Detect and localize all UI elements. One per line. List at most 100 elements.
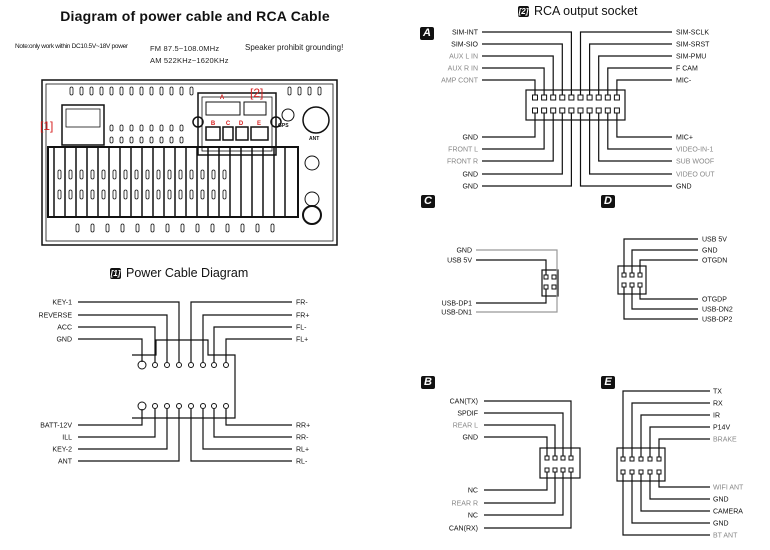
connector-c-label: USB-DP1 xyxy=(442,301,472,308)
pin-top xyxy=(532,94,538,101)
connector-e-label: GND xyxy=(713,521,729,528)
vent-slot xyxy=(79,86,84,96)
vent-slot xyxy=(90,223,95,233)
power-label: BATT-12V xyxy=(40,423,72,430)
connector-b-wire xyxy=(484,472,564,516)
connector-label-d: D xyxy=(239,121,244,127)
connector-c-label: USB 5V xyxy=(447,258,472,265)
pin xyxy=(551,284,557,290)
connector-b-label: CAN(RX) xyxy=(449,526,478,533)
vent-slot xyxy=(75,223,80,233)
callout-2: [2] xyxy=(250,86,263,100)
connector-a-wire xyxy=(579,113,672,187)
connector-d-badge: D xyxy=(601,195,615,208)
pin-top xyxy=(552,455,558,461)
vent-slot xyxy=(297,86,302,96)
connector-a-wire xyxy=(482,113,536,138)
vent-slot xyxy=(149,136,154,144)
connector-a-badge: A xyxy=(420,27,434,40)
connector-e-badge: E xyxy=(601,376,615,389)
fin-slot xyxy=(200,169,205,180)
fin-slot xyxy=(178,169,183,180)
vent-slot xyxy=(307,86,312,96)
vent-slot xyxy=(179,86,184,96)
connector-b-label: GND xyxy=(462,435,478,442)
am-range: AM 522KHz~1620KHz xyxy=(150,56,229,65)
power-wire xyxy=(78,326,156,362)
connector-c-wire xyxy=(476,259,547,275)
power-wire xyxy=(78,409,180,462)
pin-top xyxy=(137,360,147,370)
vent-slot xyxy=(179,136,184,144)
connector-b-label: SPDIF xyxy=(457,411,478,418)
connector-b-label: REAR L xyxy=(453,423,478,430)
pin-top xyxy=(595,94,602,101)
pin-top xyxy=(560,455,566,461)
pin-top xyxy=(613,94,620,101)
power-label: REVERSE xyxy=(39,313,73,320)
power-label: FR+ xyxy=(296,313,309,320)
connector-a-label: SIM-SRST xyxy=(676,42,710,49)
fin-slot xyxy=(200,189,205,200)
pin-top xyxy=(637,272,643,278)
connector-a-wire xyxy=(616,113,672,138)
vent-slot xyxy=(139,136,144,144)
vent-slot xyxy=(135,223,140,233)
connector-e-label: IR xyxy=(713,413,720,420)
power-wire xyxy=(78,409,143,426)
connector-a-body xyxy=(525,89,626,121)
pin-bottom xyxy=(200,403,206,409)
connector-d-label: USB 5V xyxy=(702,237,727,244)
pin-top xyxy=(586,94,593,101)
connector-d-label: USB-DN2 xyxy=(702,307,733,314)
bottom-vents xyxy=(75,223,275,233)
vent-slot xyxy=(129,124,134,132)
connector-label-a: A xyxy=(220,95,225,101)
connector-a-wire xyxy=(482,67,545,95)
fin-slot xyxy=(134,169,139,180)
connector-d-wire xyxy=(623,238,698,273)
pin-bottom xyxy=(164,403,170,409)
vent-slot xyxy=(119,124,124,132)
connector-d-label: USB-DP2 xyxy=(702,317,732,324)
connector-a-wire xyxy=(482,55,554,95)
vent-slot xyxy=(99,86,104,96)
power-label: RL- xyxy=(296,459,308,466)
rca-title: [2] RCA output socket xyxy=(518,4,638,18)
connector-a-label: GND xyxy=(462,172,478,179)
pin-top xyxy=(629,456,635,462)
connector-a-wire xyxy=(589,113,672,175)
connector-label-b: B xyxy=(211,121,216,127)
pin-bottom xyxy=(552,467,558,473)
connector-a-label: FRONT R xyxy=(447,159,478,166)
connector-a-wire xyxy=(598,113,672,162)
speaker-warning: Speaker prohibit grounding! xyxy=(245,43,344,52)
fin-slot xyxy=(156,169,161,180)
pin-bottom xyxy=(577,107,584,114)
power-wire xyxy=(78,409,156,438)
fin-slot xyxy=(112,189,117,200)
fin-slot xyxy=(189,169,194,180)
pin-bottom xyxy=(638,469,644,475)
connector-b-wire xyxy=(484,400,572,456)
pin-bottom xyxy=(560,467,566,473)
vent-slot xyxy=(119,86,124,96)
fin-slot xyxy=(222,169,227,180)
power-wire xyxy=(78,314,168,362)
vent-slot xyxy=(139,124,144,132)
fin-slot xyxy=(101,189,106,200)
fin-slot xyxy=(68,189,73,200)
fin-slot xyxy=(167,189,172,200)
connector-label-c: C xyxy=(226,121,231,127)
connector-b-wire xyxy=(484,472,548,491)
power-connector-body xyxy=(132,339,236,419)
pin-bottom xyxy=(568,107,575,114)
callout-1: [1] xyxy=(40,119,53,133)
pin-bottom xyxy=(629,282,635,288)
connector-c-wire xyxy=(476,249,558,313)
connector-e-label: BT ANT xyxy=(713,533,738,540)
connector-e-wire xyxy=(640,474,710,512)
pin-top xyxy=(550,94,557,101)
vent-slot xyxy=(120,223,125,233)
